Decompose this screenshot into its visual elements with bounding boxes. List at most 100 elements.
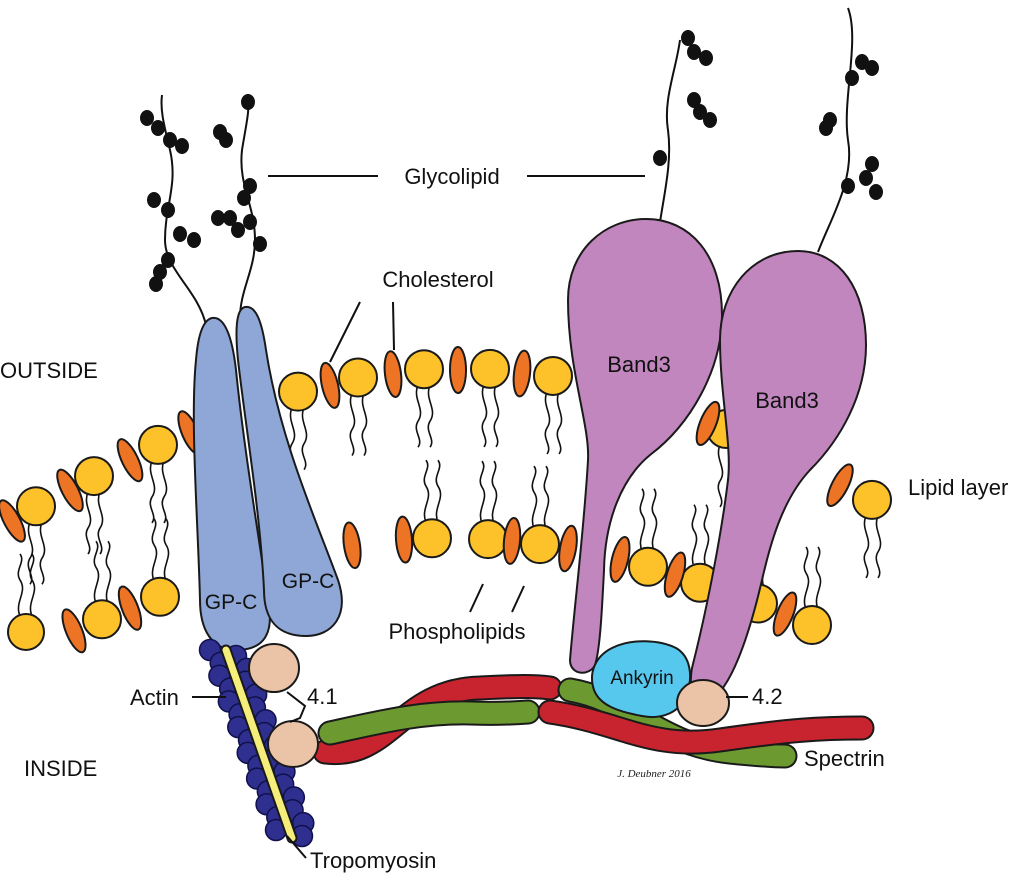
sugar-residue bbox=[653, 150, 667, 166]
gpc-left-label: GP-C bbox=[205, 591, 258, 614]
gpc-protein-right bbox=[235, 305, 343, 638]
cholesterol-molecule bbox=[117, 585, 143, 631]
gpc-right-label: GP-C bbox=[282, 570, 335, 593]
phospholipid-head bbox=[468, 519, 508, 560]
sugar-residue bbox=[681, 30, 695, 46]
tropomyosin-leader bbox=[286, 835, 307, 859]
actin-label: Actin bbox=[130, 685, 179, 710]
artist-signature: J. Deubner 2016 bbox=[617, 768, 691, 780]
sugar-residue bbox=[161, 202, 175, 218]
cholesterol-molecule bbox=[383, 350, 403, 398]
protein-41-upper bbox=[248, 643, 300, 693]
lipid-tail bbox=[427, 384, 434, 448]
glycolipid-chain bbox=[817, 7, 854, 253]
phospholipid-head bbox=[792, 605, 832, 646]
sugar-residue bbox=[151, 120, 165, 136]
sugar-residue bbox=[845, 70, 859, 86]
lipid-tail bbox=[349, 393, 356, 457]
lipid-tail bbox=[875, 515, 882, 579]
lipid-tail bbox=[301, 407, 308, 471]
lipid-tail bbox=[435, 459, 442, 523]
cholesterol-molecule bbox=[512, 349, 532, 398]
sugar-residue bbox=[869, 184, 883, 200]
ankyrin-label: Ankyrin bbox=[610, 668, 673, 689]
phospholipids-leader bbox=[469, 583, 484, 613]
cholesterol-leader bbox=[392, 301, 395, 351]
phospholipid-head bbox=[852, 479, 892, 520]
phospholipids-leader bbox=[511, 585, 525, 613]
cholesterol-molecule bbox=[0, 499, 26, 543]
lipid-tail bbox=[151, 518, 158, 582]
phospholipid-head bbox=[7, 613, 45, 651]
phospholipid-head bbox=[82, 599, 122, 640]
lipid-tail bbox=[93, 540, 100, 604]
lipid-tail bbox=[481, 384, 488, 448]
sugar-residue bbox=[153, 264, 167, 280]
cholesterol-molecule bbox=[826, 463, 854, 508]
sugar-residue bbox=[211, 210, 225, 226]
glycolipid-chain bbox=[659, 39, 681, 223]
cholesterol-molecule bbox=[448, 346, 468, 395]
sugar-residue bbox=[243, 214, 257, 230]
protein-41-leader bbox=[286, 691, 307, 723]
sugar-residue bbox=[231, 222, 245, 238]
lipid-tail bbox=[543, 465, 550, 529]
phospholipid-head bbox=[470, 348, 510, 389]
phospholipid-head bbox=[520, 524, 560, 565]
sugar-residue bbox=[237, 190, 251, 206]
protein-42 bbox=[676, 679, 730, 727]
cholesterol-molecule bbox=[558, 524, 578, 573]
phospholipid-head bbox=[533, 355, 573, 396]
lipid-tail bbox=[556, 391, 563, 455]
phospholipid-head bbox=[16, 486, 56, 527]
lipid-tail bbox=[29, 553, 36, 617]
cholesterol-molecule bbox=[61, 608, 87, 654]
lipid-tail bbox=[691, 504, 698, 568]
sugar-residue bbox=[149, 276, 163, 292]
protein-42-label: 4.2 bbox=[752, 684, 783, 709]
lipid-tail bbox=[651, 488, 658, 552]
leader-lines bbox=[192, 175, 748, 859]
cholesterol-molecule bbox=[319, 361, 341, 409]
phospholipid-head bbox=[278, 371, 318, 412]
sugar-residue bbox=[219, 132, 233, 148]
ankyrin-protein bbox=[591, 640, 692, 718]
cholesterol-leader bbox=[329, 301, 361, 363]
protein-41-group bbox=[248, 643, 319, 768]
cholesterol-molecule bbox=[695, 400, 721, 447]
glycolipid-label: Glycolipid bbox=[404, 164, 499, 189]
lipid-tail bbox=[544, 391, 551, 455]
lipid-tail bbox=[361, 393, 368, 457]
sugar-residue bbox=[243, 178, 257, 194]
lipid-tail bbox=[863, 515, 870, 579]
phospholipid-head bbox=[628, 546, 668, 587]
lipid-tail bbox=[815, 546, 822, 610]
protein-41-label: 4.1 bbox=[307, 684, 338, 709]
cholesterol-molecule bbox=[502, 517, 522, 565]
phospholipid-head bbox=[140, 576, 180, 617]
lipid-tail bbox=[491, 460, 498, 524]
lipid-tail bbox=[105, 540, 112, 604]
tropomyosin-strand-fill bbox=[222, 646, 296, 842]
sugar-residue bbox=[140, 110, 154, 126]
lipid-layer-label: Lipid layer bbox=[908, 475, 1008, 500]
phospholipids-label: Phospholipids bbox=[389, 619, 526, 644]
tropomyosin-label: Tropomyosin bbox=[310, 848, 436, 873]
sugar-residue bbox=[865, 156, 879, 172]
lipid-tail bbox=[423, 459, 430, 523]
phospholipid-head bbox=[74, 456, 114, 497]
lipid-tail bbox=[149, 460, 156, 524]
cholesterol-molecule bbox=[663, 551, 687, 598]
sugar-residue bbox=[147, 192, 161, 208]
lipid-tail bbox=[803, 546, 810, 610]
sugar-residue bbox=[693, 104, 707, 120]
lipid-tail bbox=[531, 465, 538, 529]
band3-protein-left bbox=[566, 217, 724, 674]
sugar-residue bbox=[859, 170, 873, 186]
lipid-tail bbox=[639, 488, 646, 552]
sugar-residue bbox=[173, 226, 187, 242]
lipid-tail bbox=[703, 504, 710, 568]
cholesterol-molecule bbox=[772, 591, 798, 637]
sugar-groups bbox=[140, 30, 883, 292]
